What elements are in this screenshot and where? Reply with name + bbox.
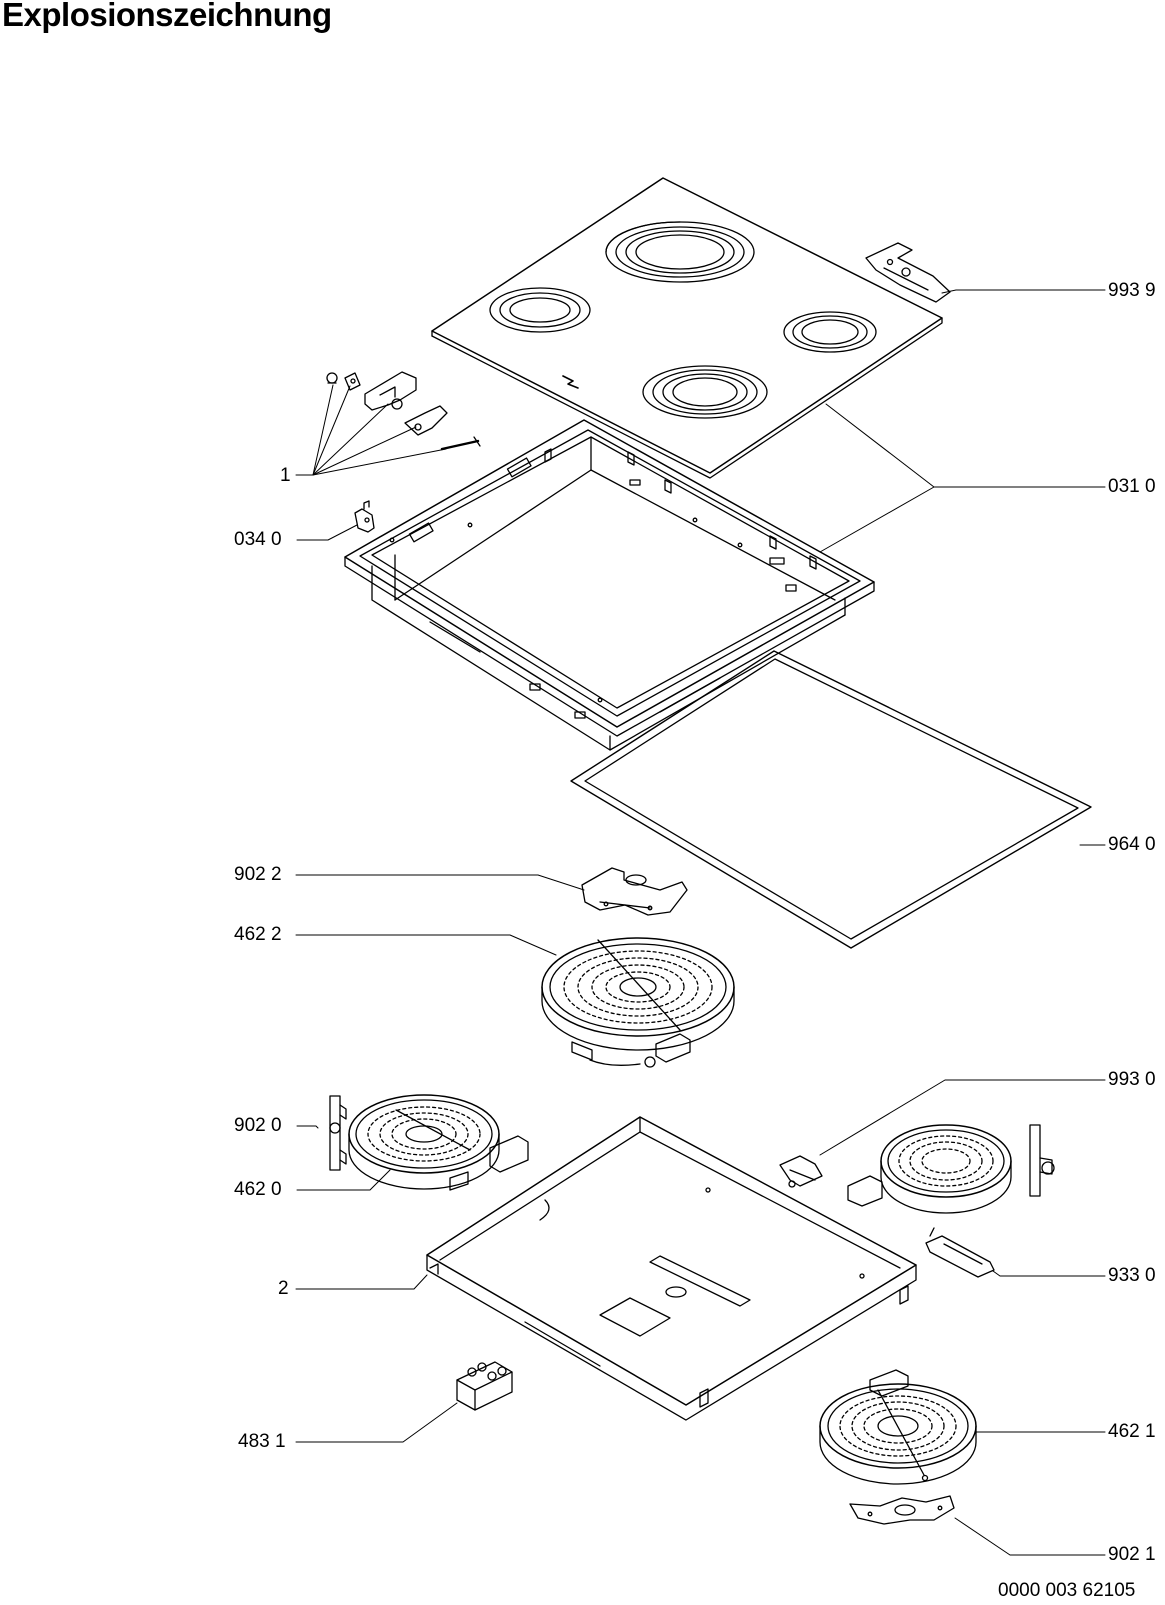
part-label-031-0: 031 0	[1108, 476, 1156, 497]
heating-element-462-2	[542, 938, 734, 1067]
part-label-1: 1	[280, 465, 291, 486]
part-label-993-0: 993 0	[1108, 1069, 1156, 1090]
part-label-462-0: 462 0	[234, 1179, 282, 1200]
part-933-0-sensor	[926, 1228, 994, 1277]
cooktop-frame	[345, 420, 874, 750]
leader-lines	[296, 290, 1105, 1555]
part-034-0-clip	[355, 501, 374, 532]
part-label-462-2: 462 2	[234, 924, 282, 945]
part-label-933-0: 933 0	[1108, 1265, 1156, 1286]
part-902-1-holder	[850, 1496, 954, 1524]
part-label-964-0: 964 0	[1108, 834, 1156, 855]
part-902-0-bracket	[330, 1096, 346, 1170]
part-1-fastener-set	[327, 372, 480, 449]
part-label-2: 2	[278, 1278, 289, 1299]
cooking-zone-large	[606, 222, 754, 282]
part-993-9-bracket	[866, 243, 950, 302]
glass-cooktop-plate	[432, 178, 942, 478]
cooking-zone-front	[643, 366, 767, 418]
cooking-zone-left	[490, 288, 590, 332]
part-label-902-0: 902 0	[234, 1115, 282, 1136]
part-902-2-holder	[582, 868, 687, 915]
heating-element-right	[848, 1125, 1054, 1213]
bottom-tray	[427, 1117, 916, 1420]
heating-element-462-1	[820, 1370, 976, 1484]
heating-element-462-0	[349, 1095, 528, 1190]
seal-gasket	[571, 651, 1091, 948]
part-483-1-terminal-block	[457, 1362, 512, 1410]
document-number: 0000 003 62105	[998, 1580, 1136, 1601]
part-label-902-1: 902 1	[1108, 1544, 1156, 1565]
part-label-483-1: 483 1	[238, 1431, 286, 1452]
part-993-0-bracket	[780, 1156, 822, 1187]
part-label-993-9: 993 9	[1108, 280, 1156, 301]
part-label-902-2: 902 2	[234, 864, 282, 885]
part-label-034-0: 034 0	[234, 529, 282, 550]
cooking-zone-right	[784, 312, 876, 352]
page-title: Explosionszeichnung	[2, 0, 332, 33]
part-label-462-1: 462 1	[1108, 1421, 1156, 1442]
